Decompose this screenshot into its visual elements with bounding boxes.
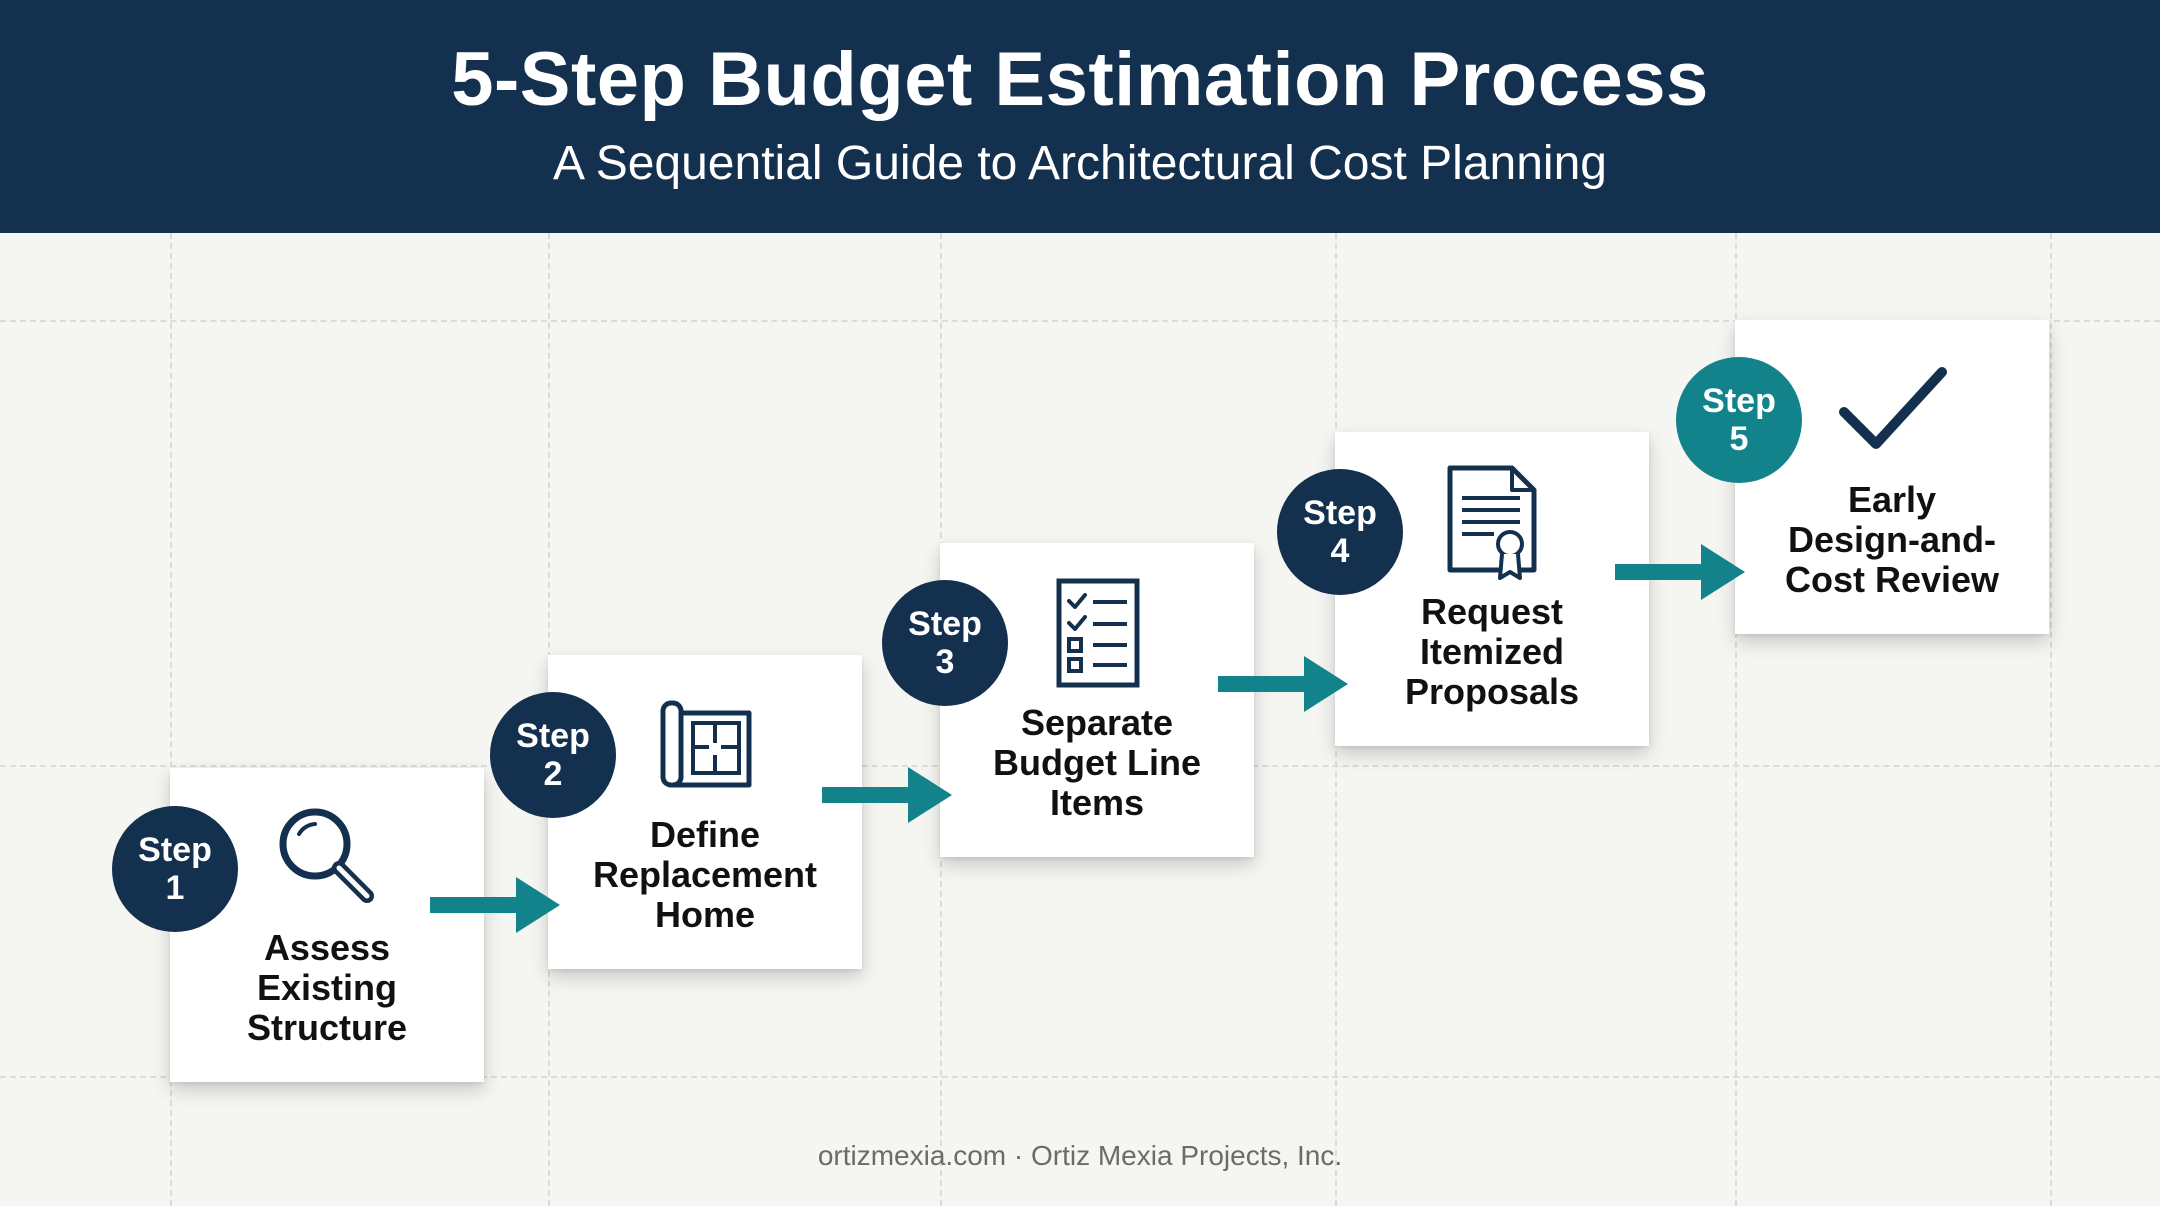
step-label-1: Assess Existing Structure	[246, 927, 408, 1048]
page-title: 5-Step Budget Estimation Process	[451, 37, 1709, 122]
header-banner: 5-Step Budget Estimation Process A Seque…	[0, 0, 2160, 233]
step-label-4: Request Itemized Proposals	[1404, 591, 1580, 712]
step-card-4: Request Itemized Proposals	[1335, 432, 1649, 746]
step-label-5: Early Design-and- Cost Review	[1784, 479, 2000, 600]
step-badge-4: Step 4	[1277, 469, 1403, 595]
step-label-2: Define Replacement Home	[592, 814, 818, 935]
checklist-icon	[1056, 578, 1140, 688]
arrow-step-3-to-4	[1218, 656, 1348, 712]
step-card-5: Early Design-and- Cost Review	[1735, 320, 2049, 634]
arrow-step-4-to-5	[1615, 544, 1745, 600]
step-badge-3: Step 3	[882, 580, 1008, 706]
magnifying-glass-icon	[279, 808, 374, 903]
certificate-document-icon	[1447, 465, 1537, 580]
step-badge-2: Step 2	[490, 692, 616, 818]
floor-plan-icon	[660, 700, 752, 788]
page-subtitle: A Sequential Guide to Architectural Cost…	[553, 137, 1607, 190]
arrow-step-1-to-2	[430, 877, 560, 933]
step-label-3: Separate Budget Line Items	[993, 702, 1201, 823]
step-card-1: Assess Existing Structure	[170, 768, 484, 1082]
step-badge-1: Step 1	[112, 806, 238, 932]
checkmark-icon	[1839, 367, 1947, 449]
step-card-3: Separate Budget Line Items	[940, 543, 1254, 857]
arrow-step-2-to-3	[822, 767, 952, 823]
step-badge-5: Step 5	[1676, 357, 1802, 483]
step-card-2: Define Replacement Home	[548, 655, 862, 969]
footer-credit: ortizmexia.com · Ortiz Mexia Projects, I…	[817, 1140, 1343, 1171]
